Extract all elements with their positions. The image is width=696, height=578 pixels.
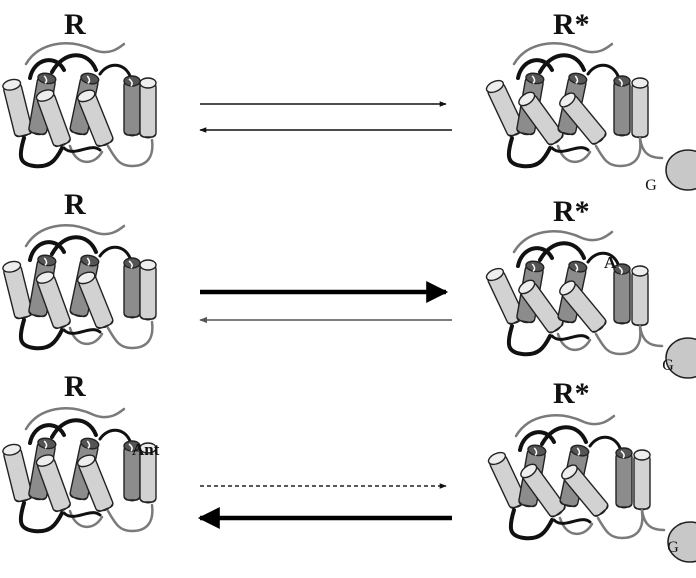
- helix-cylinder: [614, 76, 630, 136]
- g-protein-label: G: [662, 358, 674, 374]
- g-protein-circle: [666, 150, 696, 190]
- helix-cylinder: [140, 78, 156, 138]
- active-state-label: R*: [553, 379, 590, 409]
- active-state-label: R*: [553, 10, 590, 40]
- inactive-state-label: R: [64, 372, 86, 402]
- inactive-state-label: R: [64, 190, 86, 220]
- helix-cylinder: [140, 260, 156, 320]
- active-receptor: [485, 43, 696, 190]
- helix-cylinder: [124, 76, 140, 136]
- active-receptor: [487, 415, 696, 562]
- antagonist-label: Ant: [132, 441, 159, 458]
- helix-cylinder: [632, 266, 648, 326]
- helix-cylinder: [124, 258, 140, 318]
- agonist-label: A: [604, 254, 616, 271]
- helix-cylinder: [616, 448, 632, 508]
- inactive-receptor: [2, 43, 156, 166]
- inactive-receptor: [2, 408, 156, 531]
- active-receptor: [485, 231, 696, 378]
- g-protein-label: G: [645, 178, 657, 194]
- helix-cylinder: [632, 78, 648, 138]
- inactive-receptor: [2, 225, 156, 348]
- active-state-label: R*: [553, 197, 590, 227]
- g-protein-label: G: [667, 540, 679, 556]
- helix-cylinder: [634, 450, 650, 510]
- helix-cylinder: [614, 264, 630, 324]
- inactive-state-label: R: [64, 10, 86, 40]
